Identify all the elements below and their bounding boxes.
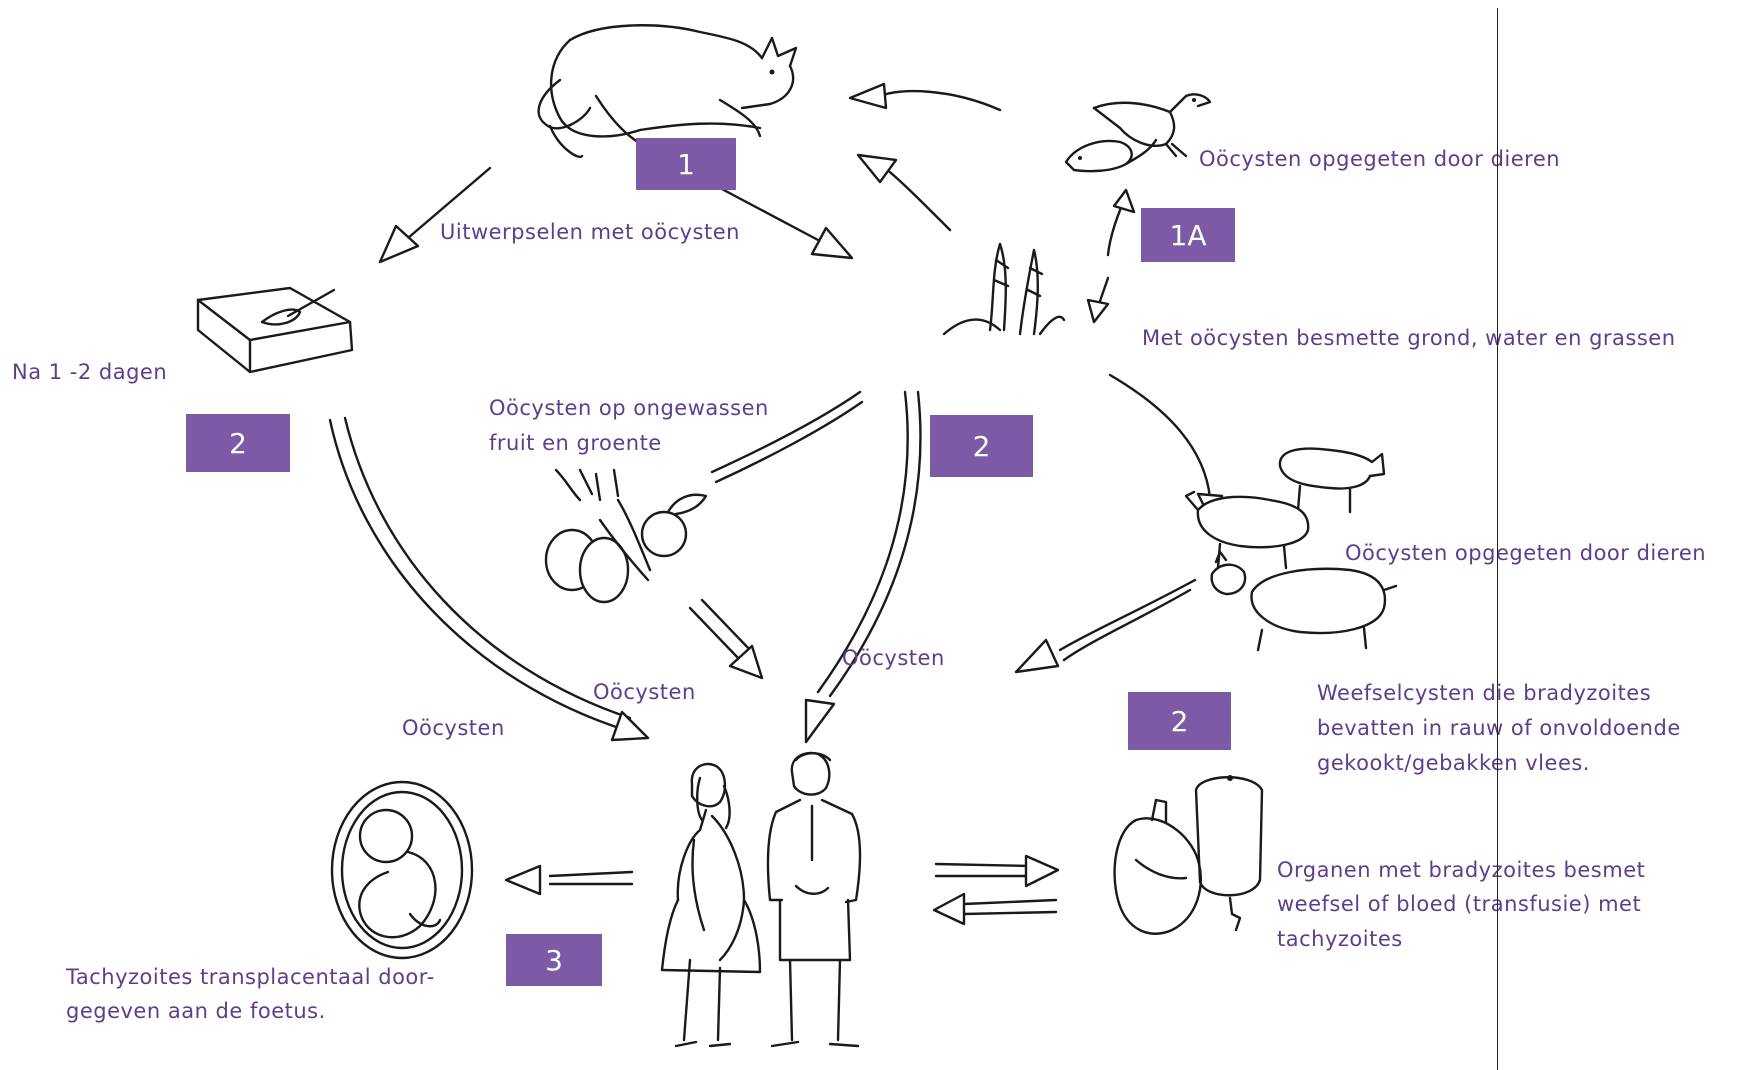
badge-stage-2-center: 2 xyxy=(930,415,1033,477)
arrow-grass-to-livestock xyxy=(1110,375,1222,522)
label-tissue-cysts-line-3: gekookt/gebakken vlees. xyxy=(1317,746,1590,781)
label-tachyzoites-line-2: gegeven aan de foetus. xyxy=(66,994,326,1029)
label-organs-line-1: Organen met bradyzoites besmet xyxy=(1277,853,1645,888)
badge-stage-1a: 1A xyxy=(1141,208,1235,262)
pregnant-woman-icon xyxy=(662,764,760,1046)
label-contaminated-ground: Met oöcysten besmette grond, water en gr… xyxy=(1142,321,1676,356)
label-fruit-line-1: Oöcysten op ongewassen xyxy=(489,391,769,426)
arrow-organs-to-human xyxy=(934,894,1056,924)
label-oocysten-left: Oöcysten xyxy=(402,711,505,746)
fetus-icon xyxy=(332,782,472,958)
label-fruit-line-2: fruit en groente xyxy=(489,426,662,461)
label-oocysten-eaten-by-animals-top: Oöcysten opgegeten door dieren xyxy=(1199,142,1560,177)
label-oocysten-center: Oöcysten xyxy=(842,641,945,676)
badge-stage-2-left: 2 xyxy=(186,414,290,472)
label-tissue-cysts-line-1: Weefselcysten die bradyzoites xyxy=(1317,676,1651,711)
label-tissue-cysts-line-2: bevatten in rauw of onvoldoende xyxy=(1317,711,1681,746)
label-oocysten-mid: Oöcysten xyxy=(593,675,696,710)
vegetables-icon xyxy=(546,470,706,602)
label-tachyzoites-line-1: Tachyzoites transplacentaal door- xyxy=(66,960,435,995)
heart-organ-icon xyxy=(1115,800,1201,934)
badge-stage-2-right: 2 xyxy=(1128,692,1231,750)
vertical-divider-line xyxy=(1497,8,1498,1070)
arrow-grass-to-human xyxy=(806,392,920,742)
man-icon xyxy=(768,753,860,1046)
arrow-fruit-to-human xyxy=(690,600,762,678)
arrow-human-to-fetus xyxy=(506,866,632,894)
badge-stage-3: 3 xyxy=(506,934,602,986)
arrow-livestock-to-human xyxy=(1016,580,1195,672)
label-after-days: Na 1 -2 dagen xyxy=(12,355,167,390)
label-oocysten-eaten-by-animals-mid: Oöcysten opgegeten door dieren xyxy=(1345,536,1706,571)
litter-box-icon xyxy=(198,288,352,372)
arrow-1a-up xyxy=(1108,190,1134,255)
arrow-human-to-organs xyxy=(936,856,1058,886)
grass-icon xyxy=(944,244,1064,334)
label-organs-line-3: tachyzoites xyxy=(1277,922,1403,957)
arrow-1a-down xyxy=(1088,278,1108,322)
badge-stage-1: 1 xyxy=(636,138,736,190)
blood-bag-icon xyxy=(1196,775,1262,930)
arrow-grass-to-cat-lower xyxy=(858,155,950,230)
label-uitwerpselen: Uitwerpselen met oöcysten xyxy=(440,215,740,250)
label-organs-line-2: weefsel of bloed (transfusie) met xyxy=(1277,887,1641,922)
arrow-grass-to-cat-upper xyxy=(850,84,1000,110)
